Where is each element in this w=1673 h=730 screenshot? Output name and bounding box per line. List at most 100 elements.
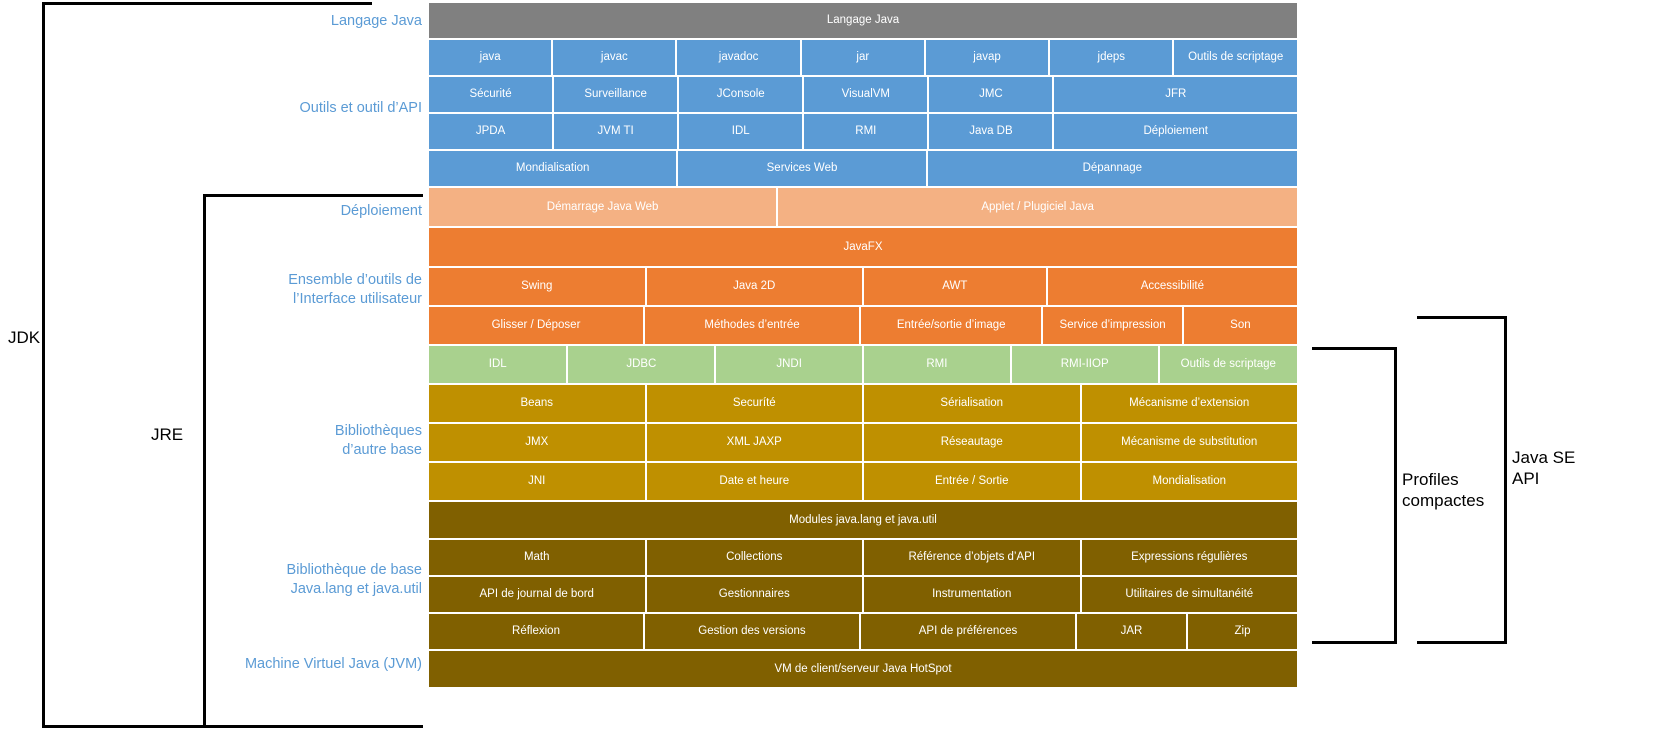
row-label-ui-toolkits: Ensemble d’outils de l’Interface utilisa… (288, 272, 422, 307)
cell-ui-row-2-4[interactable]: Son (1182, 306, 1299, 345)
cell-base-row-3-1[interactable]: Gestion des versions (644, 613, 860, 650)
cell-base-row-2-1[interactable]: Gestionnaires (645, 576, 863, 613)
cell-tools-row-1-6[interactable]: Outils de scriptage (1173, 39, 1298, 76)
bracket-jre (203, 194, 423, 728)
cell-other-base-row-3-3[interactable]: Mondialisation (1080, 462, 1298, 501)
cell-tools-row-3-4[interactable]: Java DB (928, 113, 1054, 150)
band-javafx: JavaFX (428, 227, 1298, 267)
cell-jvm-0[interactable]: VM de client/serveur Java HotSpot (428, 650, 1298, 688)
cell-ui-row-1-1[interactable]: Java 2D (645, 267, 863, 306)
cell-base-row-1-0[interactable]: Math (428, 539, 646, 576)
bracket-compact-profiles-top (1312, 347, 1397, 350)
cell-other-base-row-1-0[interactable]: Beans (428, 384, 646, 423)
cell-base-row-2-3[interactable]: Utilitaires de simultanéité (1080, 576, 1298, 613)
cell-tools-row-3-2[interactable]: IDL (678, 113, 804, 150)
cell-modules-0[interactable]: Modules java.lang et java.util (428, 501, 1298, 539)
cell-other-base-row-2-0[interactable]: JMX (428, 423, 646, 462)
cell-deployment-0[interactable]: Démarrage Java Web (428, 187, 778, 227)
cell-tools-row-1-4[interactable]: javap (924, 39, 1050, 76)
bracket-jdk-vertical (42, 2, 45, 728)
cell-tools-row-2-2[interactable]: JConsole (678, 76, 804, 113)
cell-language-0[interactable]: Langage Java (428, 2, 1298, 39)
cell-tools-row-3-0[interactable]: JPDA (428, 113, 554, 150)
cell-deployment-1[interactable]: Applet / Plugiciel Java (777, 187, 1298, 227)
bracket-jdk-top (42, 2, 372, 5)
cell-tools-row-4-0[interactable]: Mondialisation (428, 150, 678, 187)
cell-integration-2[interactable]: JNDI (715, 345, 863, 384)
bracket-jre-vertical (203, 194, 206, 728)
cell-tools-row-3-3[interactable]: RMI (803, 113, 929, 150)
cell-base-row-3-2[interactable]: API de préférences (860, 613, 1076, 650)
cell-tools-row-2-3[interactable]: VisualVM (803, 76, 929, 113)
bracket-java-se-api (1417, 316, 1507, 644)
cell-tools-row-1-0[interactable]: java (428, 39, 553, 76)
bracket-java-se-api-vertical (1504, 316, 1507, 644)
cell-tools-row-2-0[interactable]: Sécurité (428, 76, 554, 113)
cell-ui-row-1-2[interactable]: AWT (863, 267, 1047, 306)
bracket-java-se-api-label: Java SE API (1512, 448, 1576, 488)
cell-tools-row-2-5[interactable]: JFR (1053, 76, 1298, 113)
cell-other-base-row-3-1[interactable]: Date et heure (645, 462, 863, 501)
cell-base-row-2-2[interactable]: Instrumentation (863, 576, 1081, 613)
cell-integration-0[interactable]: IDL (428, 345, 568, 384)
cell-base-row-2-0[interactable]: API de journal de bord (428, 576, 646, 613)
cell-tools-row-2-4[interactable]: JMC (928, 76, 1054, 113)
cell-ui-row-2-1[interactable]: Méthodes d’entrée (644, 306, 860, 345)
cell-javafx-0[interactable]: JavaFX (428, 227, 1298, 267)
cell-ui-row-2-3[interactable]: Service d’impression (1042, 306, 1183, 345)
bracket-jre-bottom (203, 725, 423, 728)
cell-other-base-row-3-2[interactable]: Entrée / Sortie (863, 462, 1081, 501)
cell-other-base-row-1-3[interactable]: Mécanisme d’extension (1080, 384, 1298, 423)
cell-integration-5[interactable]: Outils de scriptage (1158, 345, 1298, 384)
cell-base-row-3-0[interactable]: Réflexion (428, 613, 644, 650)
row-label-language: Langage Java (330, 13, 422, 29)
bracket-jre-top (203, 194, 423, 197)
cell-ui-row-1-3[interactable]: Accessibilité (1046, 267, 1298, 306)
row-label-tools-api: Outils et outil d’API (299, 100, 423, 116)
bracket-compact-profiles-vertical (1394, 347, 1397, 644)
cell-integration-4[interactable]: RMI-IIOP (1010, 345, 1159, 384)
cell-ui-row-1-0[interactable]: Swing (428, 267, 646, 306)
cell-tools-row-1-1[interactable]: javac (552, 39, 677, 76)
cell-base-row-1-3[interactable]: Expressions régulières (1080, 539, 1298, 576)
cell-tools-row-3-5[interactable]: Déploiement (1053, 113, 1298, 150)
band-language: Langage Java (428, 2, 1298, 39)
cell-base-row-1-1[interactable]: Collections (645, 539, 863, 576)
cell-tools-row-2-1[interactable]: Surveillance (553, 76, 679, 113)
cell-other-base-row-1-2[interactable]: Sérialisation (863, 384, 1081, 423)
cell-other-base-row-2-2[interactable]: Réseautage (863, 423, 1081, 462)
cell-tools-row-1-3[interactable]: jar (800, 39, 925, 76)
band-modules: Modules java.lang et java.util (428, 501, 1298, 539)
cell-tools-row-1-2[interactable]: javadoc (676, 39, 801, 76)
cell-other-base-row-3-0[interactable]: JNI (428, 462, 646, 501)
cell-ui-row-2-0[interactable]: Glisser / Déposer (428, 306, 644, 345)
cell-other-base-row-2-3[interactable]: Mécanisme de substitution (1080, 423, 1298, 462)
row-label-jvm: Machine Virtuel Java (JVM) (244, 656, 422, 672)
bracket-compact-profiles-bottom (1312, 641, 1397, 644)
cell-tools-row-4-2[interactable]: Dépannage (926, 150, 1298, 187)
cell-other-base-row-1-1[interactable]: Securíté (645, 384, 863, 423)
cell-tools-row-4-1[interactable]: Services Web (677, 150, 927, 187)
bracket-compact-profiles-label: Profiles compactes (1402, 470, 1485, 510)
bracket-jdk-label: JDK (8, 328, 41, 347)
cell-integration-3[interactable]: RMI (863, 345, 1011, 384)
cell-base-row-3-3[interactable]: JAR (1076, 613, 1187, 650)
cell-integration-1[interactable]: JDBC (567, 345, 716, 384)
cell-tools-row-1-5[interactable]: jdeps (1049, 39, 1174, 76)
cell-other-base-row-2-1[interactable]: XML JAXP (645, 423, 863, 462)
cell-tools-row-3-1[interactable]: JVM TI (553, 113, 679, 150)
cell-base-row-1-2[interactable]: Référence d’objets d’API (863, 539, 1081, 576)
cell-base-row-3-4[interactable]: Zip (1187, 613, 1298, 650)
cell-ui-row-2-2[interactable]: Entrée/sortie d’image (860, 306, 1043, 345)
bracket-java-se-api-bottom (1417, 641, 1507, 644)
